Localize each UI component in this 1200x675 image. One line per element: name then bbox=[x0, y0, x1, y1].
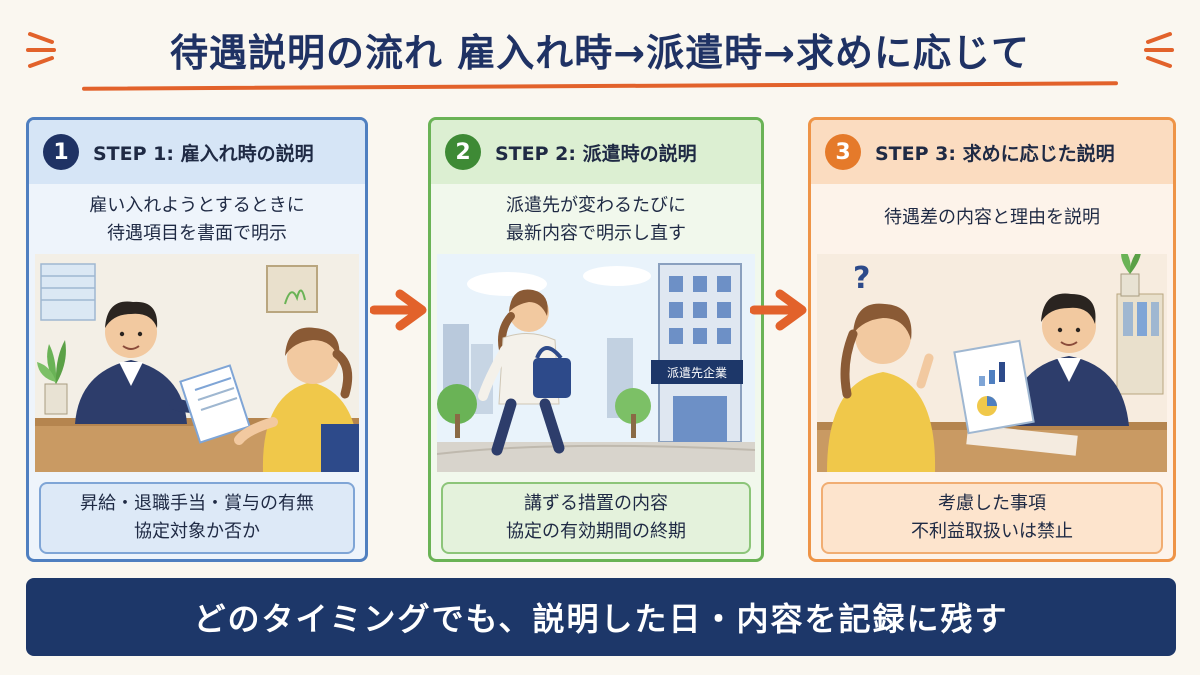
title-underline bbox=[81, 81, 1119, 91]
arrow-right-icon bbox=[370, 289, 427, 331]
bag-icon bbox=[533, 358, 571, 398]
chair bbox=[321, 424, 359, 472]
description-line: 最新内容で明示し直す bbox=[506, 223, 686, 244]
step-header: 3 STEP 3: 求めに応じた説明 bbox=[811, 120, 1173, 184]
description-line: 派遣先が変わるたびに bbox=[506, 195, 686, 216]
key-points-box: 講ずる措置の内容 協定の有効期間の終期 bbox=[441, 482, 751, 554]
worker-figure bbox=[827, 303, 936, 472]
step-title: STEP 3: 求めに応じた説明 bbox=[875, 142, 1115, 165]
title-area: 待遇説明の流れ 雇入れ時→派遣時→求めに応じて bbox=[0, 0, 1200, 100]
key-point-line: 昇給・退職手当・賞与の有無 bbox=[80, 493, 314, 514]
step-title: STEP 1: 雇入れ時の説明 bbox=[93, 142, 314, 165]
dispatch-walk-illustration: 派遣先企業 bbox=[437, 254, 755, 472]
description-line: 雇い入れようとするときに bbox=[89, 195, 305, 216]
step-header: 2 STEP 2: 派遣時の説明 bbox=[431, 120, 761, 184]
key-points-box: 考慮した事項 不利益取扱いは禁止 bbox=[821, 482, 1163, 554]
tree-icon bbox=[437, 384, 651, 438]
step-title: STEP 2: 派遣時の説明 bbox=[495, 142, 697, 165]
window-blinds-icon bbox=[40, 263, 96, 321]
manager-figure bbox=[1009, 293, 1129, 426]
arrow-right-icon bbox=[750, 289, 807, 331]
step-description: 待遇差の内容と理由を説明 bbox=[811, 204, 1173, 232]
plant-icon bbox=[37, 340, 68, 415]
key-points-box: 昇給・退職手当・賞与の有無 協定対象か否か bbox=[39, 482, 355, 554]
description-line: 待遇差の内容と理由を説明 bbox=[884, 207, 1100, 228]
document-icon bbox=[179, 364, 251, 444]
question-icon: ? bbox=[853, 261, 870, 296]
spark-icon bbox=[26, 32, 56, 68]
description-line: 待遇項目を書面で明示 bbox=[107, 223, 287, 244]
step-number-badge: 3 bbox=[825, 134, 861, 170]
step-panel-3: 3 STEP 3: 求めに応じた説明 待遇差の内容と理由を説明 ? bbox=[808, 117, 1176, 562]
step-panel-1: 1 STEP 1: 雇入れ時の説明 雇い入れようとするときに 待遇項目を書面で明… bbox=[26, 117, 368, 562]
footer-text: どのタイミングでも、説明した日・内容を記録に残す bbox=[193, 600, 1009, 638]
plant-icon bbox=[1120, 254, 1141, 297]
shelf-icon bbox=[1116, 293, 1164, 395]
key-point-line: 協定対象か否か bbox=[134, 521, 260, 542]
key-point-line: 不利益取扱いは禁止 bbox=[911, 521, 1073, 542]
key-point-line: 講ずる措置の内容 bbox=[524, 493, 668, 514]
step-number-badge: 2 bbox=[445, 134, 481, 170]
key-point-line: 協定の有効期間の終期 bbox=[506, 521, 686, 542]
step-header: 1 STEP 1: 雇入れ時の説明 bbox=[29, 120, 365, 184]
spark-icon bbox=[1144, 32, 1174, 68]
building-icon: 派遣先企業 bbox=[651, 263, 743, 443]
chart-icon bbox=[953, 339, 1035, 435]
dispatched-worker-figure bbox=[478, 289, 571, 456]
explanation-meeting-illustration: ? bbox=[817, 254, 1167, 472]
step-description: 派遣先が変わるたびに 最新内容で明示し直す bbox=[431, 192, 761, 248]
building-sign: 派遣先企業 bbox=[667, 365, 727, 380]
step-panel-2: 2 STEP 2: 派遣時の説明 派遣先が変わるたびに 最新内容で明示し直す bbox=[428, 117, 764, 562]
step-description: 雇い入れようとするときに 待遇項目を書面で明示 bbox=[29, 192, 365, 248]
page-title: 待遇説明の流れ 雇入れ時→派遣時→求めに応じて bbox=[170, 31, 1030, 75]
picture-frame bbox=[266, 265, 318, 313]
footer-banner: どのタイミングでも、説明した日・内容を記録に残す bbox=[26, 578, 1176, 656]
key-point-line: 考慮した事項 bbox=[938, 493, 1046, 514]
step-number-badge: 1 bbox=[43, 134, 79, 170]
hiring-interview-illustration bbox=[35, 254, 359, 472]
